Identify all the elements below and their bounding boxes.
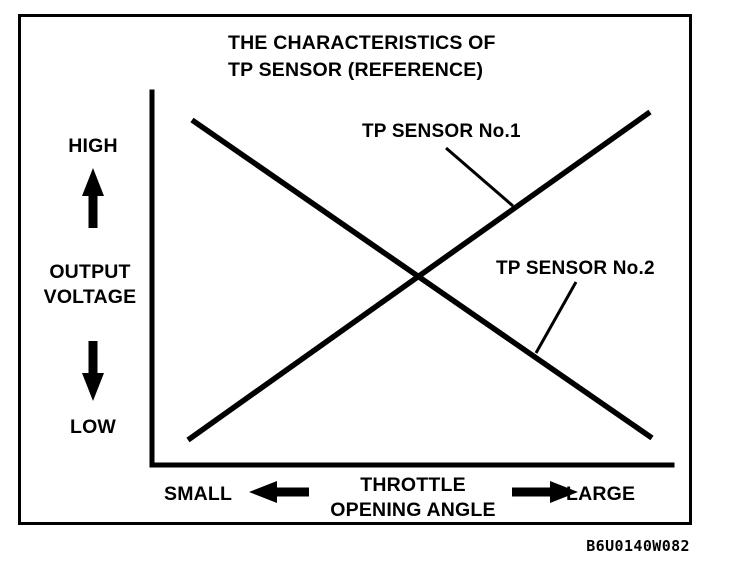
arrow-up-icon: [82, 168, 104, 228]
y-axis-high-label: HIGH: [68, 135, 118, 157]
chart-title-line-2: TP SENSOR (REFERENCE): [228, 59, 483, 81]
arrow-right-icon: [512, 481, 578, 503]
series-line-tp-sensor-2: [190, 117, 654, 441]
series-label-tp-sensor-2: TP SENSOR No.2: [496, 258, 655, 279]
figure-border: [18, 14, 692, 525]
figure-reference-code: B6U0140W082: [586, 537, 690, 555]
x-axis-small-label: SMALL: [164, 483, 232, 505]
arrow-down-icon: [82, 341, 104, 401]
y-axis-title-line-1: OUTPUT: [49, 261, 130, 283]
y-axis-low-label: LOW: [70, 416, 116, 438]
leader-line-tp-sensor-2: [534, 281, 578, 354]
y-axis-title-line-2: VOLTAGE: [44, 286, 137, 308]
leader-line-tp-sensor-1: [445, 146, 514, 208]
x-axis-title-line-2: OPENING ANGLE: [330, 499, 495, 521]
chart-title-line-1: THE CHARACTERISTICS OF: [228, 32, 496, 54]
arrow-left-icon: [249, 481, 309, 503]
x-axis-title-line-1: THROTTLE: [360, 474, 466, 496]
x-axis-large-label: LARGE: [566, 483, 635, 505]
series-label-tp-sensor-1: TP SENSOR No.1: [362, 121, 521, 142]
plot-axes: [149, 89, 675, 468]
